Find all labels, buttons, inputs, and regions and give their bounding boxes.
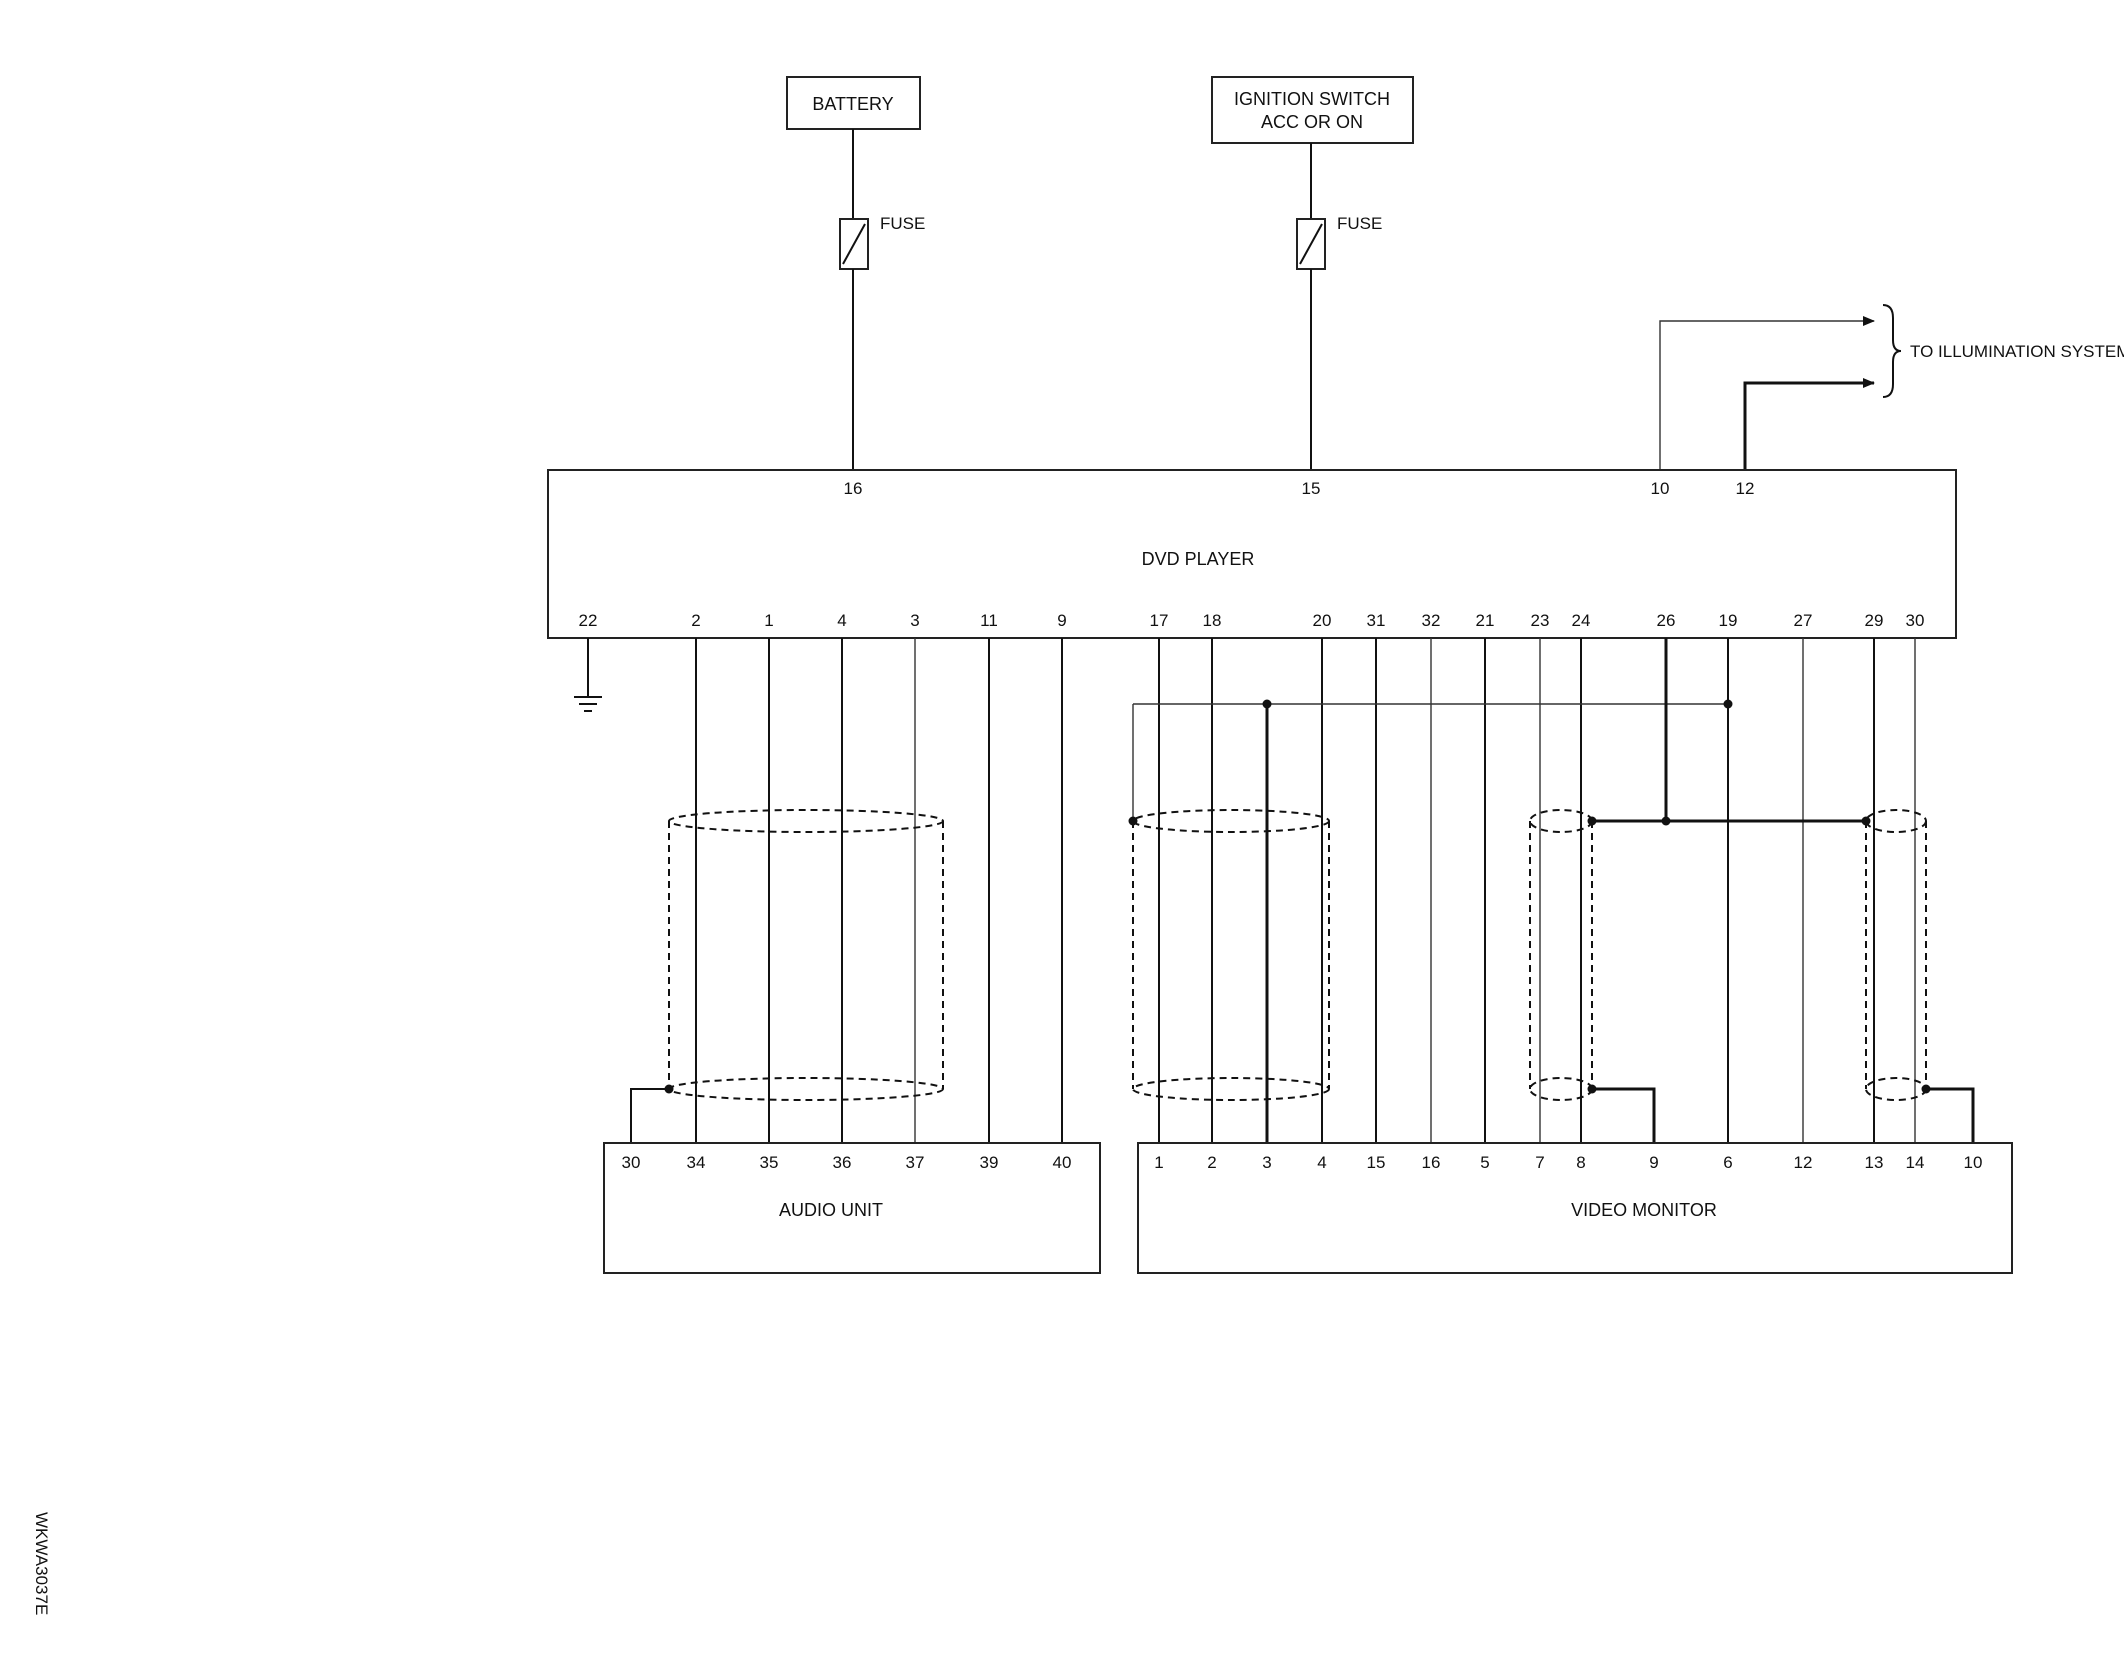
- video-shield: [1132, 809, 1330, 1101]
- junction-shield-bus-26: [1661, 816, 1671, 826]
- video-monitor-box: [1137, 1142, 2013, 1274]
- junction-shield-23-24-drain: [1587, 1084, 1597, 1094]
- dvd-bottom-pins-pin: 27: [1794, 611, 1813, 630]
- dvd-player-label: DVD PLAYER: [1142, 549, 1255, 569]
- dvd-bottom-pins-pin: 30: [1906, 611, 1925, 630]
- shield-29-30-drain: [1926, 1087, 1975, 1143]
- dvd-bottom-pins-pin: 20: [1313, 611, 1332, 630]
- battery-box: [786, 76, 921, 130]
- junction-bus-3: [1262, 699, 1272, 709]
- audio-pins-pin: 30: [622, 1153, 641, 1172]
- audio-shield: [668, 809, 944, 1101]
- dvd-bottom-pins-pin: 9: [1057, 611, 1066, 630]
- dvd-top-pin-labels: 16 15 10 12: [844, 479, 1755, 498]
- dvd-bottom-pins-pin: 19: [1719, 611, 1738, 630]
- illumination-label: TO ILLUMINATION SYSTEM: [1910, 342, 2124, 361]
- video-pins-pin: 8: [1576, 1153, 1585, 1172]
- battery-fuse-element: [842, 223, 866, 265]
- video-pins-pin: 14: [1906, 1153, 1925, 1172]
- video-pins-pin: 13: [1865, 1153, 1884, 1172]
- video-wires: [1158, 638, 1916, 1143]
- dvd-top-pins-pin: 12: [1736, 479, 1755, 498]
- audio-pins-pin: 34: [687, 1153, 706, 1172]
- video-pins-pin: 4: [1317, 1153, 1326, 1172]
- dvd-bottom-pins-pin: 1: [764, 611, 773, 630]
- dvd-bottom-pins-pin: 24: [1572, 611, 1591, 630]
- dvd-bottom-pins-pin: 31: [1367, 611, 1386, 630]
- shield-23-24-drain: [1592, 1087, 1656, 1143]
- junction-bus-19: [1723, 699, 1733, 709]
- dvd-bottom-pins-pin: 3: [910, 611, 919, 630]
- dvd-bottom-pins-pin: 21: [1476, 611, 1495, 630]
- video-monitor-label: VIDEO MONITOR: [1571, 1200, 1717, 1220]
- video-pins-pin: 15: [1367, 1153, 1386, 1172]
- audio-wires: [695, 638, 1063, 1143]
- ignition-switch-mode: ACC OR ON: [1261, 112, 1363, 132]
- dvd-bottom-pins-pin: 22: [579, 611, 598, 630]
- audio-pins-pin: 35: [760, 1153, 779, 1172]
- ignition-fuse-label: FUSE: [1337, 214, 1382, 233]
- dvd-top-pins-pin: 10: [1651, 479, 1670, 498]
- audio-pins-pin: 40: [1053, 1153, 1072, 1172]
- ignition-fuse-element: [1299, 223, 1323, 265]
- ignition-switch-box: [1211, 76, 1414, 144]
- dvd-bottom-pins-pin: 29: [1865, 611, 1884, 630]
- dvd-bottom-pins-pin: 26: [1657, 611, 1676, 630]
- audio-pins-pin: 39: [980, 1153, 999, 1172]
- dvd-bottom-pins-pin: 2: [691, 611, 700, 630]
- ignition-switch-label: IGNITION SWITCH: [1234, 89, 1390, 109]
- illumination-wire-12: [1743, 378, 1875, 470]
- battery-fuse-label: FUSE: [880, 214, 925, 233]
- audio-shield-drain: [630, 1088, 669, 1143]
- audio-unit-box: [603, 1142, 1101, 1274]
- audio-shield-junction: [664, 1084, 674, 1094]
- dvd-top-pins-pin: 15: [1302, 479, 1321, 498]
- video-pins-pin: 5: [1480, 1153, 1489, 1172]
- battery-label: BATTERY: [812, 94, 893, 114]
- dvd-bottom-pins-pin: 4: [837, 611, 846, 630]
- dvd-player-box: [547, 469, 1957, 639]
- video-pins-pin: 10: [1964, 1153, 1983, 1172]
- video-pins-pin: 9: [1649, 1153, 1658, 1172]
- dvd-top-pins-pin: 16: [844, 479, 863, 498]
- video-pins-pin: 1: [1154, 1153, 1163, 1172]
- figure-code: WKWA3037E: [32, 1512, 51, 1615]
- junction-shield-29-30-drain: [1921, 1084, 1931, 1094]
- video-pins-pin: 7: [1535, 1153, 1544, 1172]
- video-pins-pin: 12: [1794, 1153, 1813, 1172]
- dvd-bottom-pins-pin: 23: [1531, 611, 1550, 630]
- audio-pins-pin: 37: [906, 1153, 925, 1172]
- audio-pins-pin: 36: [833, 1153, 852, 1172]
- dvd-bottom-pins-pin: 17: [1150, 611, 1169, 630]
- illumination-brace: [1882, 304, 1902, 398]
- video-pins-pin: 2: [1207, 1153, 1216, 1172]
- audio-pin-labels: 30 34 35 36 37 39 40: [622, 1153, 1072, 1172]
- dvd-bottom-pins-pin: 18: [1203, 611, 1222, 630]
- video-pins-pin: 16: [1422, 1153, 1441, 1172]
- audio-unit-label: AUDIO UNIT: [779, 1200, 883, 1220]
- illumination-wire-10: [1659, 316, 1875, 470]
- video-pins-pin: 6: [1723, 1153, 1732, 1172]
- dvd-bottom-pins-pin: 32: [1422, 611, 1441, 630]
- dvd-bottom-pins-pin: 11: [980, 611, 998, 630]
- video-pins-pin: 3: [1262, 1153, 1271, 1172]
